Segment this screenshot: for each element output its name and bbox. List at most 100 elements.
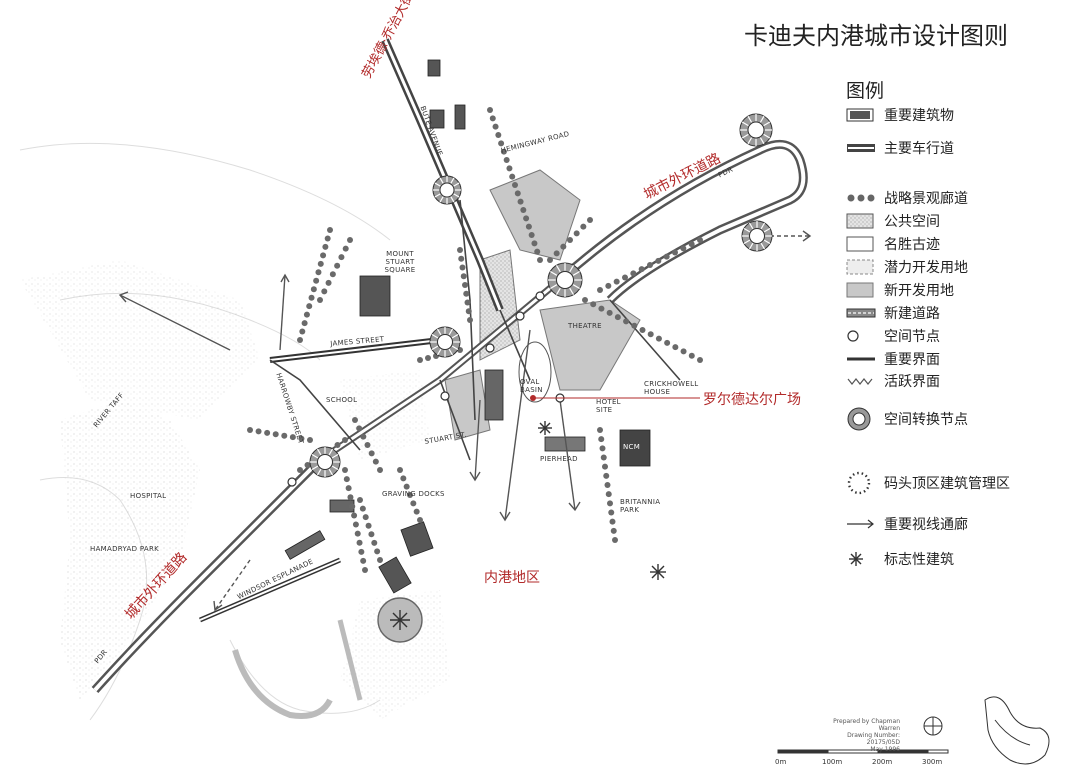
corridor-tree xyxy=(410,500,417,507)
corridor-tree xyxy=(372,458,379,465)
corridor-tree xyxy=(639,327,646,333)
corridor-tree xyxy=(458,255,465,262)
legend-item-management-zone: 码头顶区建筑管理区 xyxy=(846,470,1010,496)
legend-item-sightline: 重要视线通廊 xyxy=(846,513,968,535)
corridor-tree xyxy=(310,286,317,293)
active-interface-icon xyxy=(847,378,873,385)
corridor-tree xyxy=(606,309,613,316)
label-hotel-site: HOTEL SITE xyxy=(596,398,621,414)
legend-heading: 图例 xyxy=(846,80,885,102)
legend-item-building: 重要建筑物 xyxy=(846,104,954,126)
corridor-tree xyxy=(638,266,645,273)
corridor-tree xyxy=(500,148,507,155)
corridor-tree xyxy=(598,436,605,443)
corridor-tree xyxy=(347,237,353,243)
corridor-tree xyxy=(306,303,313,310)
corridor-tree xyxy=(413,508,420,515)
corridor-tree xyxy=(622,274,628,281)
dotted-circle-icon xyxy=(847,471,871,495)
corridor-tree xyxy=(688,241,695,248)
label-pierhead: PIERHEAD xyxy=(540,455,578,463)
corridor-tree xyxy=(534,248,541,255)
corridor-tree xyxy=(663,253,670,260)
corridor-tree xyxy=(567,237,573,243)
corridor-tree xyxy=(688,352,695,359)
corridor-tree xyxy=(459,264,466,271)
corridor-tree xyxy=(463,290,470,297)
corridor-tree xyxy=(607,500,613,507)
corridor-tree xyxy=(503,157,510,163)
legend-item-potential-land: 潜力开发用地 xyxy=(846,256,968,278)
corridor-tree xyxy=(351,512,358,519)
corridor-tree xyxy=(631,322,638,329)
corridor-tree xyxy=(407,492,413,498)
important-buildings xyxy=(284,59,651,594)
oval-basin xyxy=(518,341,552,403)
label-theatre: THEATRE xyxy=(568,322,602,330)
corridor-tree xyxy=(377,557,383,563)
corridor-tree xyxy=(462,282,468,288)
scale-label-300: 300m xyxy=(922,758,943,766)
corridor-tree xyxy=(514,190,521,197)
corridor-tree xyxy=(325,279,332,286)
transition-node xyxy=(547,262,583,298)
corridor-tree xyxy=(495,132,502,138)
corridor-tree xyxy=(342,245,349,252)
corridor-tree xyxy=(315,269,322,276)
corridor-tree xyxy=(272,431,279,438)
corridor-tree xyxy=(509,173,516,180)
corridor-tree xyxy=(317,297,323,303)
corridor-tree xyxy=(417,517,423,523)
corridor-tree xyxy=(356,425,363,432)
legend-item-interface: 重要界面 xyxy=(846,348,940,370)
label-school: SCHOOL xyxy=(326,396,358,404)
corridor-tree xyxy=(492,123,499,130)
corridor-tree xyxy=(377,467,383,473)
scale-label-100: 100m xyxy=(822,758,843,766)
corridor-tree xyxy=(374,548,381,555)
corridor-tree xyxy=(465,308,472,315)
corridor-tree xyxy=(523,215,530,222)
corridor-tree xyxy=(506,165,513,172)
ground-texture xyxy=(20,260,450,720)
corridor-tree xyxy=(655,257,662,264)
legend-item-new-road: 新建道路 xyxy=(846,302,940,324)
corridor-tree xyxy=(281,432,288,439)
interface-icon xyxy=(847,357,875,361)
transition-node xyxy=(429,326,461,358)
corridor-tree xyxy=(599,445,606,452)
corridor-tree xyxy=(613,278,620,285)
label-ncm: NCM xyxy=(623,443,641,451)
legend-item-public-space: 公共空间 xyxy=(846,210,940,232)
corridor-tree xyxy=(610,527,617,534)
corridor-tree xyxy=(255,428,262,435)
corridor-tree xyxy=(547,257,553,263)
corridor-tree xyxy=(680,348,687,355)
label-hospital: HOSPITAL xyxy=(130,492,167,500)
corridor-tree xyxy=(672,249,678,256)
building-icon xyxy=(846,108,874,122)
corridor-tree xyxy=(587,217,593,223)
legend-item-new-land: 新开发用地 xyxy=(846,279,954,301)
legend-item-active-interface: 活跃界面 xyxy=(846,370,940,392)
corridor-tree xyxy=(425,355,431,361)
label-britannia-park: BRITANNIA PARK xyxy=(620,498,661,514)
node-icon xyxy=(847,330,859,342)
corridor-tree xyxy=(320,252,327,259)
corridor-tree xyxy=(360,557,367,564)
corridor-tree xyxy=(647,331,654,338)
legend-item-corridor: 战略景观廊道 xyxy=(846,187,968,209)
corridor-tree xyxy=(322,243,329,250)
corridor-tree xyxy=(343,476,350,483)
corridor-tree xyxy=(597,427,603,433)
corridor-tree xyxy=(697,237,703,243)
tree-corridor-icon xyxy=(847,194,875,202)
corridor-tree xyxy=(680,245,687,252)
corridor-tree xyxy=(349,503,356,510)
james-street-road xyxy=(199,337,441,623)
corridor-tree xyxy=(525,223,532,230)
corridor-tree xyxy=(307,437,313,443)
corridor-tree xyxy=(304,462,311,468)
corridor-tree xyxy=(602,463,608,470)
scale-bar xyxy=(777,749,949,754)
